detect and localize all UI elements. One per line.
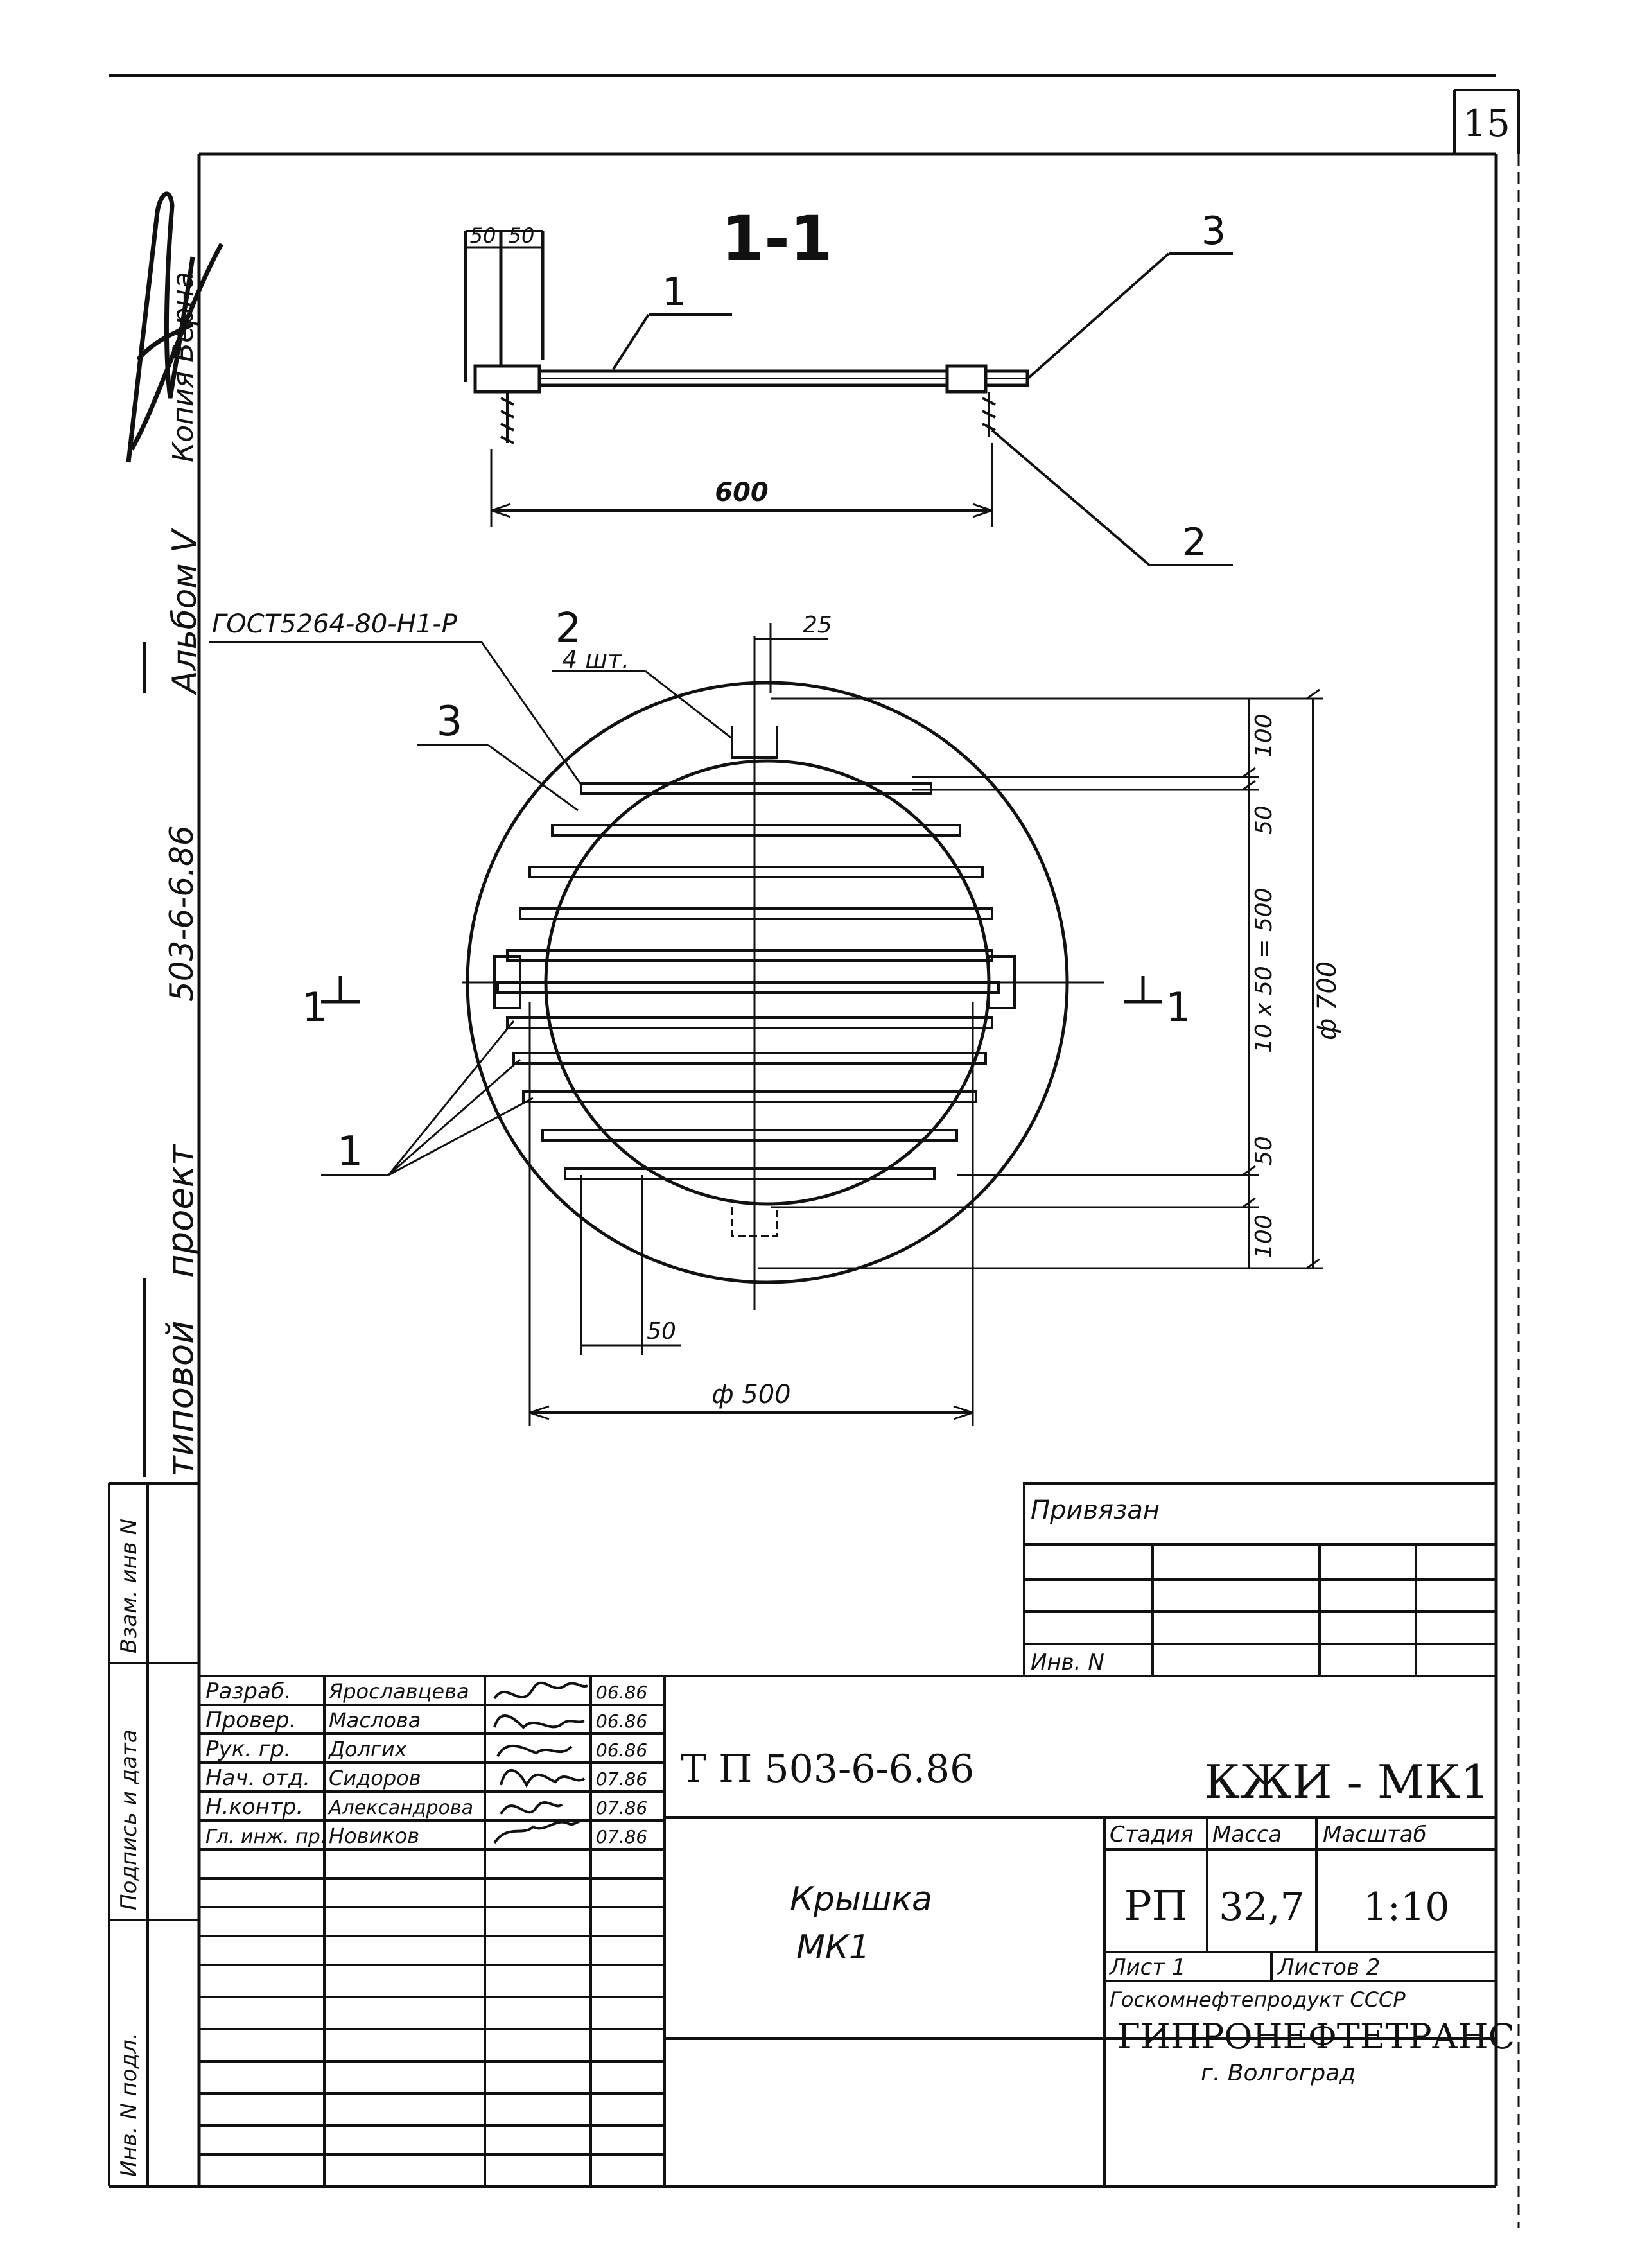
sheet-number: 15 xyxy=(1463,101,1510,145)
plan-callout-3: 3 xyxy=(437,698,463,746)
role-ruk: Рук. гр. xyxy=(205,1736,291,1762)
sheets-label: Листов 2 xyxy=(1277,1955,1380,1980)
signatures xyxy=(493,1681,588,1844)
side-project-word: проект xyxy=(160,1144,202,1278)
plan-dim-25: 25 xyxy=(803,612,832,638)
section-title: 1-1 xyxy=(721,203,832,275)
left-strip xyxy=(108,1482,199,2188)
org-line-2: ГИПРОНЕФТЕТРАНС xyxy=(1117,2016,1515,2057)
mass-header: Масса xyxy=(1212,1822,1282,1847)
title-line-1: Крышка xyxy=(790,1880,932,1919)
stage-header: Стадия xyxy=(1110,1822,1193,1847)
side-labels: Копия Верна Альбом V 503-6-6.86 проект т… xyxy=(126,191,224,1477)
plan-dim-middle: 10 x 50 = 500 xyxy=(1251,887,1277,1053)
role-prover: Провер. xyxy=(205,1707,296,1733)
left-strip-sign: Подпись и дата xyxy=(116,1729,142,1910)
stage-value: РП xyxy=(1124,1883,1188,1930)
mass-value: 32,7 xyxy=(1219,1885,1305,1930)
section-view: 1-1 xyxy=(464,203,1233,566)
name-2: Долгих xyxy=(327,1737,408,1761)
plan-dim-50-left: 50 xyxy=(647,1318,676,1345)
side-project-type: типовой xyxy=(160,1320,202,1477)
plan-dim-100-bottom: 100 xyxy=(1251,1214,1277,1259)
scale-header: Масштаб xyxy=(1323,1822,1427,1847)
side-project-code: 503-6-6.86 xyxy=(163,825,200,1002)
left-strip-replace: Взам. инв N xyxy=(116,1519,142,1653)
plan-view xyxy=(209,623,1323,1426)
section-dim-50a: 50 xyxy=(470,223,496,248)
role-nach: Нач. отд. xyxy=(205,1765,310,1791)
bars xyxy=(496,782,1000,1180)
left-strip-inv: Инв. N подл. xyxy=(116,2032,142,2177)
org-line-1: Госкомнефтепродукт СССР xyxy=(1110,1987,1406,2012)
org-line-3: г. Волгоград xyxy=(1201,2060,1356,2086)
stamp-referenced: Привязан xyxy=(1031,1496,1160,1525)
title-line-2: МК1 xyxy=(796,1928,870,1967)
title-block-grid xyxy=(199,1482,1497,2186)
stamp-inv: Инв. N xyxy=(1031,1650,1104,1675)
drawing-code: КЖИ - МК1 xyxy=(1204,1755,1490,1809)
date-5: 07.86 xyxy=(596,1826,647,1847)
section-callout-3: 3 xyxy=(1201,209,1226,254)
section-callout-2: 2 xyxy=(1182,520,1207,565)
plan-callout-2: 2 xyxy=(555,605,582,652)
plan-dim-50-top: 50 xyxy=(1251,805,1277,835)
plan-cut-right: 1 xyxy=(1165,984,1191,1031)
plan-callout-2-qty: 4 шт. xyxy=(562,645,629,674)
role-nkontr: Н.контр. xyxy=(205,1794,303,1820)
date-4: 07.86 xyxy=(596,1797,647,1819)
plan-callout-1: 1 xyxy=(337,1128,363,1176)
sheet-border xyxy=(109,74,1520,2228)
name-3: Сидоров xyxy=(329,1766,421,1790)
plan-cut-left: 1 xyxy=(302,984,327,1031)
name-1: Маслова xyxy=(329,1708,421,1732)
side-copy-label: Копия Верна xyxy=(167,272,200,462)
plan-gost-note: ГОСТ5264-80-Н1-Р xyxy=(212,609,458,639)
plan-dia-700: ф 700 xyxy=(1313,961,1342,1040)
date-3: 07.86 xyxy=(596,1768,647,1790)
date-2: 06.86 xyxy=(596,1740,647,1761)
plan-dim-100-top: 100 xyxy=(1251,713,1277,758)
scale-value: 1:10 xyxy=(1363,1885,1450,1930)
name-4: Александрова xyxy=(327,1797,473,1819)
plan-dim-50-bottom: 50 xyxy=(1251,1136,1277,1165)
name-0: Ярославцева xyxy=(328,1679,469,1704)
section-dim-50b: 50 xyxy=(509,223,535,248)
role-glinzh: Гл. инж. пр. xyxy=(205,1826,326,1848)
section-callout-1: 1 xyxy=(662,270,686,315)
date-0: 06.86 xyxy=(596,1682,647,1703)
date-1: 06.86 xyxy=(596,1711,647,1732)
side-album-label: Альбом V xyxy=(166,528,204,695)
section-dim-600: 600 xyxy=(715,478,769,507)
copy-signature xyxy=(126,191,224,463)
plan-dia-500: ф 500 xyxy=(711,1380,790,1409)
doc-code: Т П 503-6-6.86 xyxy=(681,1747,974,1792)
sheet-label: Лист 1 xyxy=(1108,1955,1186,1980)
role-razrab: Разраб. xyxy=(205,1679,292,1704)
name-5: Новиков xyxy=(329,1824,419,1848)
